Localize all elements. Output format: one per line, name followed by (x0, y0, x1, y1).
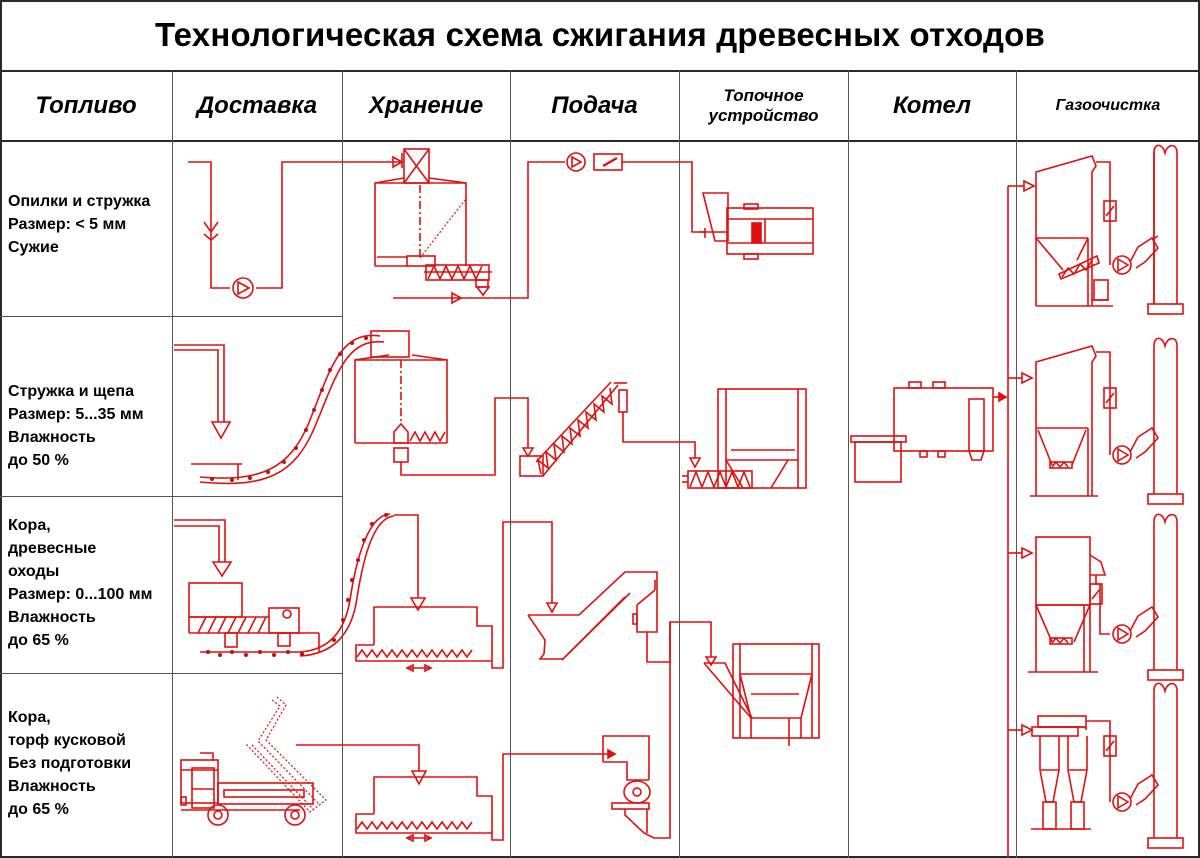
row-divider-2 (0, 496, 342, 497)
fuel-text: Размер: 0...100 мм (8, 586, 153, 603)
delivery-line-row-4 (296, 744, 428, 786)
scraper-floor-icon (355, 753, 510, 843)
header-delivery: Доставка (196, 92, 318, 119)
header-divider (0, 140, 1200, 142)
fuel-text: Кора, (8, 517, 51, 534)
header-boiler: Котел (892, 92, 972, 119)
chimney-icon (1147, 337, 1184, 505)
fuel-text: Влажность (8, 429, 96, 446)
fuel-text: Влажность (8, 609, 96, 626)
pneumatic-delivery-line (188, 155, 404, 289)
row-divider-3 (0, 673, 342, 674)
feed-line-row-1 (393, 152, 705, 305)
screw-conveyor-icon (424, 264, 492, 297)
row-divider-1 (0, 316, 342, 317)
header-storage: Хранение (368, 92, 484, 119)
chimney-icon (1147, 682, 1184, 849)
fuel-row-3: Кора, древесные оходы Размер: 0...100 мм… (8, 514, 173, 652)
col-divider-2 (342, 71, 343, 858)
header-furnace: Топочное устройство (679, 72, 848, 140)
scraper-floor-icon (355, 514, 510, 673)
bin-icon (354, 330, 510, 476)
header-furnace-line2: устройство (708, 106, 819, 125)
diagram-title: Технологическая схема сжигания древесных… (154, 16, 1046, 53)
header-furnace-line1: Топочное (723, 86, 804, 106)
delivery-chute-row-2 (174, 344, 242, 480)
col-divider-3 (510, 71, 511, 858)
fuel-text: до 65 % (8, 801, 69, 818)
gas-line-2 (1096, 351, 1159, 465)
fuel-row-4: Кора, торф кусковой Без подготовки Влажн… (8, 706, 173, 821)
filter-icon (1030, 345, 1098, 497)
fuel-text: Размер: 5...35 мм (8, 406, 144, 423)
header-fuel: Топливо (35, 92, 137, 119)
fan-icon (232, 277, 254, 299)
title-divider (0, 70, 1200, 72)
header-feeding: Подача (551, 92, 638, 119)
fuel-text: Влажность (8, 778, 96, 795)
chimney-icon (1147, 144, 1184, 315)
filter-icon (1028, 536, 1107, 673)
belt-conveyor-icon (200, 513, 395, 657)
furnace-icon (703, 643, 820, 746)
col-divider-5 (848, 71, 849, 858)
gas-line-1 (1096, 161, 1159, 275)
bucket-elevator-icon (510, 521, 718, 667)
chimney-icon (1147, 513, 1184, 681)
gas-line-3 (1089, 575, 1159, 644)
crusher-feeder-icon (510, 622, 671, 839)
col-divider-1 (172, 71, 173, 858)
gas-line-4 (1086, 720, 1159, 812)
filter-icon (1035, 155, 1113, 307)
fuel-text: Размер: < 5 мм (8, 216, 127, 233)
flue-gas-header (1007, 179, 1036, 858)
fuel-text: Сужие (8, 239, 59, 256)
fuel-text: торф кусковой (8, 732, 126, 749)
delivery-chute-row-3 (174, 519, 233, 578)
fuel-row-1: Опилки и стружка Размер: < 5 мм Сужие (8, 190, 173, 259)
fuel-text: Стружка и щепа (8, 383, 134, 400)
fuel-text: до 65 % (8, 632, 69, 649)
belt-conveyor-icon (199, 334, 385, 485)
fuel-text: до 50 % (8, 452, 69, 469)
col-divider-6 (1016, 71, 1017, 858)
fuel-text: оходы (8, 563, 60, 580)
furnace-icon (682, 388, 807, 490)
dump-truck-icon (180, 696, 327, 826)
fuel-row-2: Стружка и щепа Размер: 5...35 мм Влажнос… (8, 380, 173, 472)
crusher-icon (188, 582, 320, 652)
col-divider-4 (679, 71, 680, 858)
fuel-text: Без подготовки (8, 755, 132, 772)
fuel-text: древесные (8, 540, 97, 557)
fuel-text: Кора, (8, 709, 51, 726)
bin-icon (374, 148, 467, 267)
pneumatic-burner-icon (700, 192, 814, 260)
header-gas-cleaning: Газоочистка (1055, 97, 1161, 114)
cyclone-icon (1031, 715, 1091, 830)
inclined-screw-icon (510, 381, 702, 477)
fuel-text: Опилки и стружка (8, 193, 151, 210)
boiler-icon (850, 381, 1008, 483)
